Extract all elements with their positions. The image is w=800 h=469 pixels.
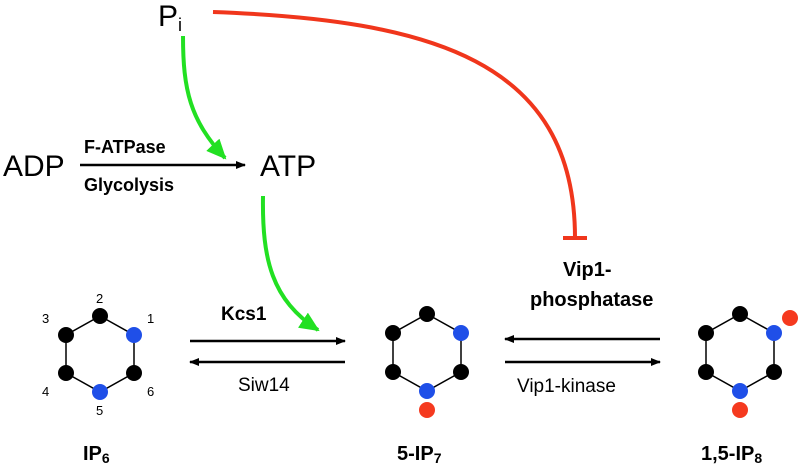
- pos-number-3: 3: [42, 311, 49, 326]
- pos-number-6: 6: [147, 384, 154, 399]
- ip8-pyrophosphate-dot-1: [782, 310, 798, 326]
- adp-label: ADP: [3, 150, 65, 183]
- atp-label: ATP: [260, 150, 316, 183]
- ip8-molecule: [698, 306, 798, 418]
- pi-label: Pi: [158, 0, 182, 35]
- atp-activation-arrow: [260, 195, 320, 332]
- pi-inhibition-line: [212, 10, 577, 239]
- ip7-molecule: [385, 306, 469, 418]
- kcs1-label: Kcs1: [221, 304, 267, 325]
- ip6-pos1-dot: [126, 327, 142, 343]
- ip8-pyrophosphate-dot-5: [732, 402, 748, 418]
- glycolysis-label: Glycolysis: [84, 175, 174, 195]
- vip1-phosphatase-label-2: phosphatase: [530, 289, 653, 311]
- vip1-kinase-label: Vip1-kinase: [517, 376, 616, 397]
- vip1-phosphatase-label-1: Vip1-: [563, 259, 612, 281]
- ip6-pos5-dot: [92, 384, 108, 400]
- ip6-pos4-dot: [58, 365, 74, 381]
- ip7-pyrophosphate-dot: [419, 402, 435, 418]
- pos-number-2: 2: [96, 291, 103, 306]
- pos-number-1: 1: [147, 311, 154, 326]
- ip6-pos6-dot: [126, 365, 142, 381]
- ip6-pos2-dot: [92, 308, 108, 324]
- ip7-label: 5-IP7: [397, 443, 442, 466]
- pos-number-5: 5: [96, 403, 103, 418]
- ip6-label: IP6: [83, 443, 110, 466]
- pos-number-4: 4: [42, 384, 49, 399]
- ip6-pos3-dot: [58, 327, 74, 343]
- f-atpase-label: F-ATPase: [84, 137, 166, 157]
- ip6-molecule: 2 1 3 4 5 6: [42, 291, 154, 418]
- pi-activation-arrow: [181, 35, 227, 160]
- ip8-label: 1,5-IP8: [701, 443, 762, 466]
- siw14-label: Siw14: [238, 375, 290, 396]
